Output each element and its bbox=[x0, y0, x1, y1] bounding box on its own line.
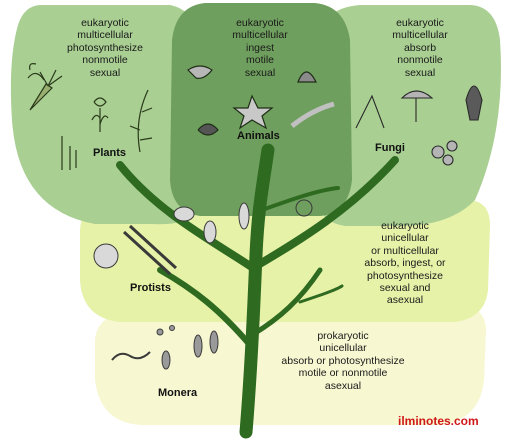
evolution-tree bbox=[116, 143, 399, 439]
grass-sketch bbox=[61, 136, 77, 170]
monera-trait: unicellular bbox=[319, 342, 367, 355]
monera-trait: absorb or photosynthesize bbox=[281, 354, 405, 367]
monera-trait: prokaryotic bbox=[317, 330, 369, 342]
puffball-sketch bbox=[431, 145, 445, 159]
morel-sketch bbox=[465, 85, 483, 121]
volvox-sketch bbox=[93, 243, 119, 269]
bird-sketch bbox=[187, 65, 213, 79]
plants-trait: sexual bbox=[89, 66, 121, 79]
plants-trait: multicellular bbox=[77, 29, 133, 42]
fungi-label: Fungi bbox=[375, 142, 405, 154]
protists-trait: or multicellular bbox=[371, 244, 439, 257]
euglena-sketch bbox=[203, 220, 217, 244]
worm-sketch bbox=[290, 101, 335, 128]
protists-trait: photosynthesize bbox=[367, 269, 443, 282]
branch-plants bbox=[116, 161, 260, 274]
monera-illustrations bbox=[111, 325, 219, 370]
animals-trait: multicellular bbox=[232, 29, 288, 42]
protists-region bbox=[80, 196, 490, 322]
flower-sketch bbox=[93, 97, 107, 132]
protist-illustrations bbox=[93, 199, 313, 276]
plants-region bbox=[10, 5, 198, 225]
rod-bacterium-sketch bbox=[161, 350, 171, 370]
spiral-alga-sketch bbox=[295, 199, 313, 217]
plants-traits: eukaryotic multicellular photosynthesize… bbox=[50, 17, 160, 79]
fungi-trait: absorb bbox=[403, 41, 437, 54]
protists-trait: asexual bbox=[386, 294, 424, 307]
monera-region bbox=[95, 308, 486, 425]
tree-fungus-sketch bbox=[355, 94, 385, 129]
paramecium-sketch bbox=[238, 202, 250, 230]
amoeba-sketch bbox=[173, 206, 195, 222]
animals-traits: eukaryotic multicellular ingest motile s… bbox=[205, 17, 315, 79]
branch-fine-right bbox=[298, 284, 344, 304]
branch-fungi bbox=[254, 156, 399, 269]
monera-trait: asexual bbox=[324, 379, 362, 392]
branch-monera-right bbox=[249, 267, 323, 338]
plant-illustrations bbox=[27, 63, 153, 170]
diatom-chain-sketch bbox=[122, 224, 178, 276]
protists-traits: eukaryotic unicellular or multicellular … bbox=[340, 220, 470, 307]
animals-trait: ingest bbox=[245, 41, 275, 54]
ant-sketch bbox=[197, 123, 219, 136]
fungi-trait: multicellular bbox=[392, 29, 448, 42]
mushroom-sketch bbox=[400, 90, 434, 99]
fungi-trait: nonmotile bbox=[397, 54, 443, 67]
trunk bbox=[239, 143, 275, 439]
fungi-region bbox=[318, 5, 501, 226]
monera-trait: motile or nonmotile bbox=[298, 367, 388, 380]
protists-trait: absorb, ingest, or bbox=[364, 257, 446, 270]
animals-trait: eukaryotic bbox=[236, 17, 284, 29]
protists-trait: unicellular bbox=[381, 232, 429, 245]
moss-sketch bbox=[27, 63, 45, 81]
animals-trait: sexual bbox=[244, 66, 276, 79]
animals-trait: motile bbox=[245, 54, 274, 67]
monera-traits: prokaryotic unicellular absorb or photos… bbox=[258, 330, 428, 392]
branch-upper-right bbox=[260, 186, 340, 212]
sea-anemone-sketch bbox=[297, 71, 317, 83]
plants-trait: photosynthesize bbox=[67, 41, 143, 54]
branch-protists-left bbox=[157, 267, 253, 348]
plants-trait: nonmotile bbox=[82, 54, 128, 67]
spirillum-sketch bbox=[111, 351, 151, 361]
fungi-illustrations bbox=[355, 85, 483, 166]
fungi-trait: sexual bbox=[404, 66, 436, 79]
fungi-trait: eukaryotic bbox=[396, 17, 444, 29]
fungi-traits: eukaryotic multicellular absorb nonmotil… bbox=[365, 17, 475, 79]
plants-label: Plants bbox=[93, 147, 127, 159]
animals-label: Animals bbox=[237, 130, 280, 142]
animal-illustrations bbox=[187, 65, 335, 136]
seaweed-sketch bbox=[129, 89, 153, 153]
site-watermark: ilminotes.com bbox=[398, 414, 479, 428]
protists-trait: sexual and bbox=[379, 282, 431, 295]
cocci-sketch bbox=[156, 328, 164, 336]
starfish-sketch bbox=[232, 94, 274, 130]
protists-label: Protists bbox=[130, 282, 171, 294]
monera-label: Monera bbox=[158, 387, 198, 399]
protists-trait: eukaryotic bbox=[381, 220, 429, 232]
plants-trait: eukaryotic bbox=[81, 17, 129, 29]
